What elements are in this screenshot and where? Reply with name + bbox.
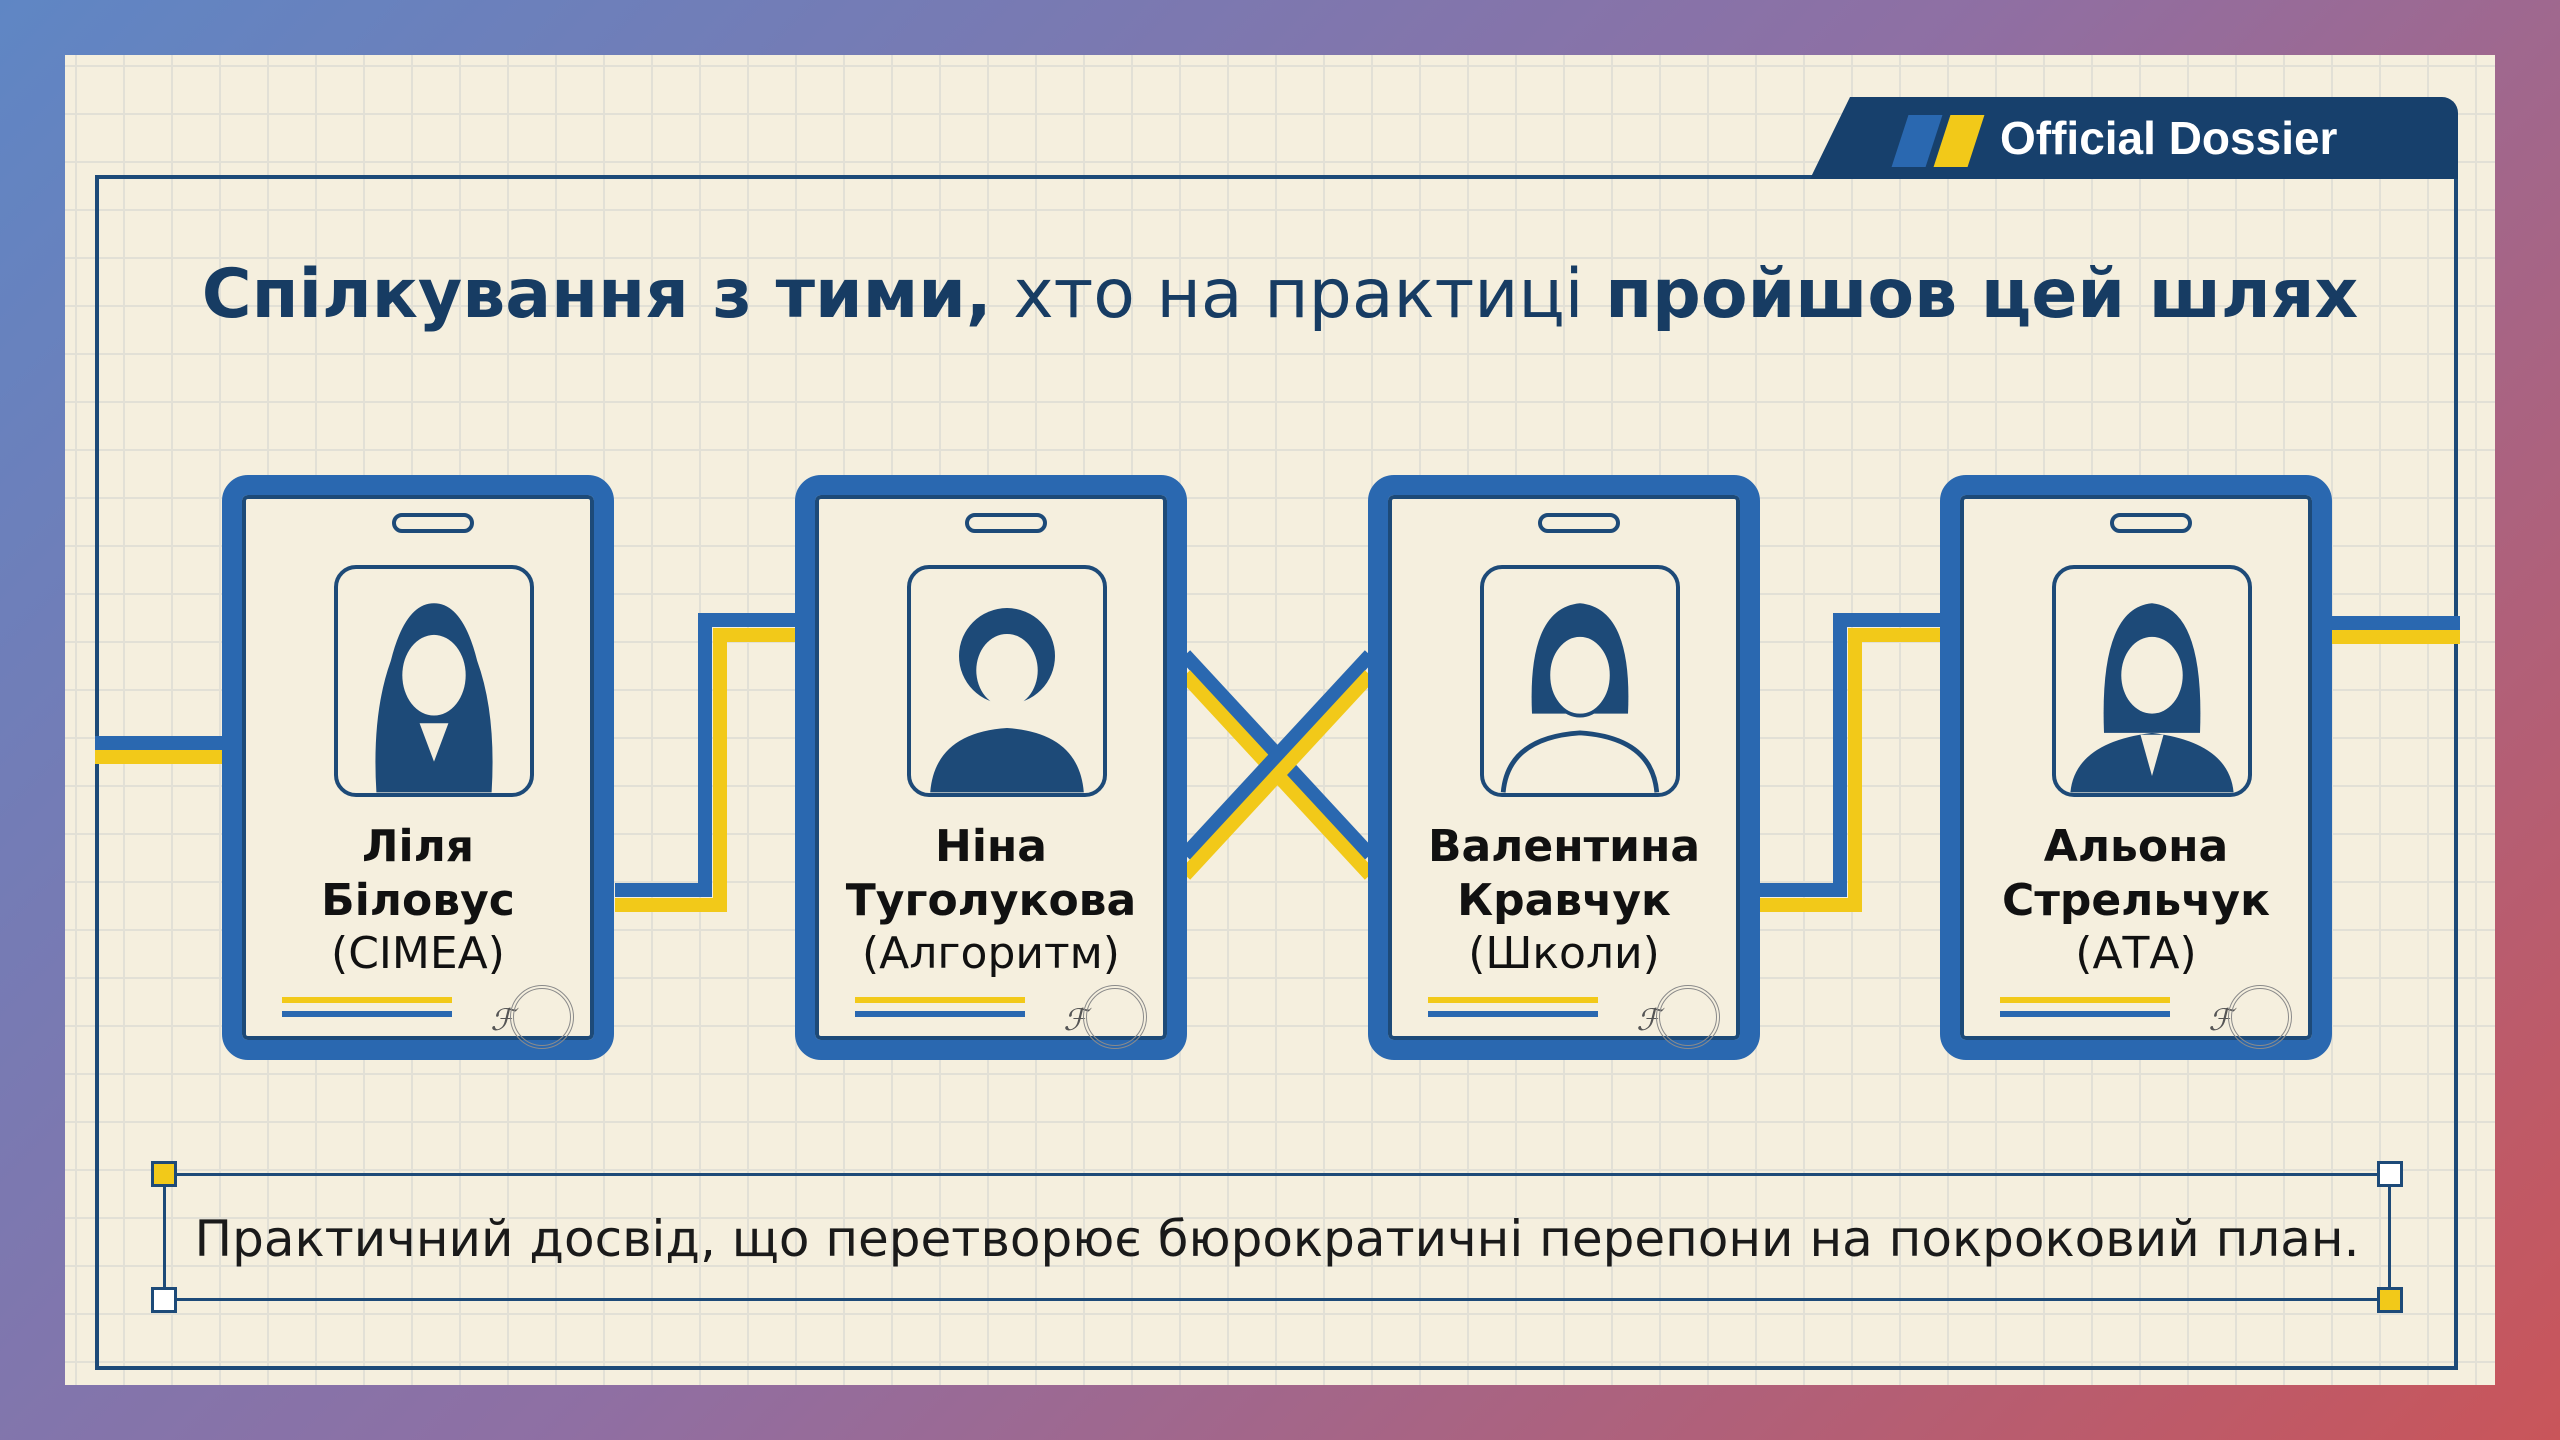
- poster: Official Dossier Спілкування з тими, хто…: [65, 55, 2495, 1385]
- woman-long-hair-icon: [375, 603, 493, 793]
- badge-slot: [392, 513, 474, 533]
- signature: ℱ: [1063, 1003, 1087, 1038]
- person-org: (АТА): [2075, 928, 2197, 979]
- corner-handle: [2377, 1161, 2403, 1187]
- dossier-frame: [95, 175, 2458, 1370]
- person-org: (Школи): [1468, 928, 1660, 979]
- flag-stripes: [282, 997, 452, 1025]
- flag-stripes: [1428, 997, 1598, 1025]
- avatar: [907, 565, 1107, 797]
- signature: ℱ: [1636, 1003, 1660, 1038]
- footer-text: Практичний досвід, що перетворює бюрокра…: [194, 1210, 2360, 1268]
- badge-slot: [965, 513, 1047, 533]
- corner-handle: [151, 1287, 177, 1313]
- seal-icon: [510, 985, 574, 1049]
- badge-slot: [2110, 513, 2192, 533]
- seal-icon: [1656, 985, 1720, 1049]
- corner-handle: [151, 1161, 177, 1187]
- person-org: (CIMEA): [331, 928, 505, 979]
- woman-bob-hair-icon: [1500, 603, 1660, 793]
- avatar: [2052, 565, 2252, 797]
- seal-icon: [2228, 985, 2292, 1049]
- signature: ℱ: [490, 1003, 514, 1038]
- footer-box: Практичний досвід, що перетворює бюрокра…: [151, 1161, 2403, 1313]
- title-bold-1: Спілкування з тими,: [201, 255, 992, 334]
- title-regular: хто на практиці: [991, 255, 1606, 334]
- badge-slot: [1538, 513, 1620, 533]
- title-bold-2: пройшов цей шлях: [1605, 255, 2359, 334]
- connector-lines: [95, 613, 2460, 912]
- signature: ℱ: [2208, 1003, 2232, 1038]
- woman-short-hair-icon: [930, 608, 1084, 793]
- avatar: [334, 565, 534, 797]
- corner-handle: [2377, 1287, 2403, 1313]
- page-title: Спілкування з тими, хто на практиці прой…: [65, 255, 2495, 334]
- woman-suit-icon: [2070, 603, 2234, 793]
- flag-stripes: [855, 997, 1025, 1025]
- tab-title: Official Dossier: [2000, 112, 2338, 164]
- official-dossier-tab: Official Dossier: [1810, 97, 2458, 179]
- seal-icon: [1083, 985, 1147, 1049]
- avatar: [1480, 565, 1680, 797]
- flag-stripes: [2000, 997, 2170, 1025]
- person-org: (Алгоритм): [862, 928, 1120, 979]
